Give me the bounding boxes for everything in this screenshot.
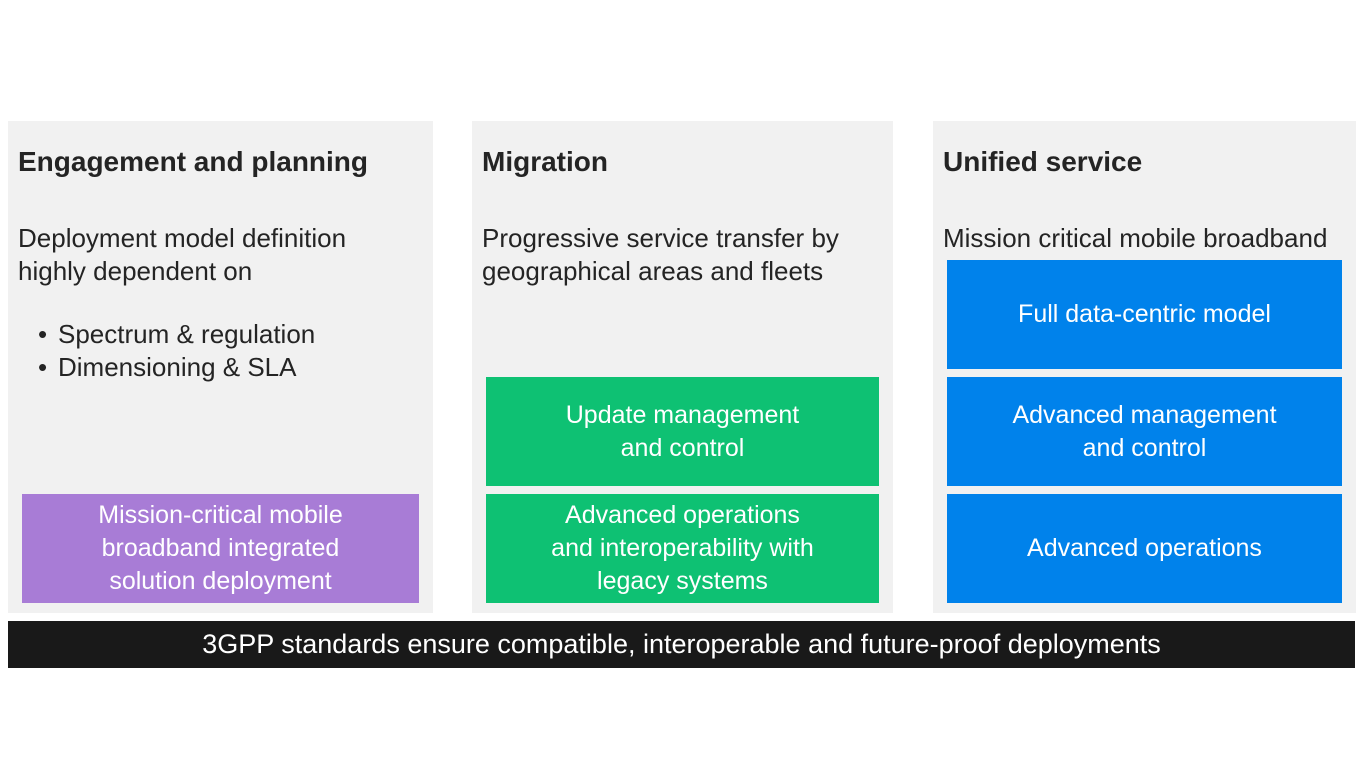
panel-title: Engagement and planning <box>18 146 369 177</box>
panel-migration: Migration Progressive service transfer b… <box>472 121 893 613</box>
bullet-item: Dimensioning & SLA <box>38 351 419 384</box>
stage-box-label: Advanced operations <box>1027 534 1262 562</box>
panel-title: Unified service <box>943 146 1143 177</box>
stage-boxes: Full data-centric model Advanced managem… <box>947 260 1342 603</box>
panel-body: Deployment model definition highly depen… <box>18 223 347 286</box>
panel-unified-service: Unified service Mission critical mobile … <box>933 121 1356 613</box>
stage-boxes: Mission-critical mobile broadband integr… <box>22 494 419 603</box>
stage-box-full-data-centric: Full data-centric model <box>947 260 1342 369</box>
stage-box-label: Full data-centric model <box>1018 300 1271 328</box>
bullet-list: Spectrum & regulation Dimensioning & SLA <box>38 318 419 384</box>
stage-box-advanced-operations-interoperability: Advanced operations and interoperability… <box>486 494 879 603</box>
footer-text: 3GPP standards ensure compatible, intero… <box>202 629 1161 659</box>
panel-body: Progressive service transfer by geograph… <box>482 223 839 286</box>
stage-box-update-management: Update management and control <box>486 377 879 486</box>
bullet-text: Spectrum & regulation <box>58 319 316 349</box>
stage-box-label: Advanced operations and interoperability… <box>551 501 814 595</box>
stage-box-label: Update management and control <box>565 400 800 462</box>
footer-banner: 3GPP standards ensure compatible, intero… <box>8 621 1355 668</box>
stage-box-mission-critical-deployment: Mission-critical mobile broadband integr… <box>22 494 419 603</box>
stage-box-label: Advanced management and control <box>1012 400 1277 462</box>
bullet-item: Spectrum & regulation <box>38 318 419 351</box>
panel-title: Migration <box>482 146 608 177</box>
stage-box-advanced-operations: Advanced operations <box>947 494 1342 603</box>
panel-body: Mission critical mobile broadband <box>943 223 1328 253</box>
panel-engagement-and-planning: Engagement and planning Deployment model… <box>8 121 433 613</box>
stage-box-label: Mission-critical mobile broadband integr… <box>98 501 343 595</box>
stage-boxes: Update management and control Advanced o… <box>486 377 879 603</box>
bullet-text: Dimensioning & SLA <box>58 352 297 382</box>
stage-box-advanced-management: Advanced management and control <box>947 377 1342 486</box>
